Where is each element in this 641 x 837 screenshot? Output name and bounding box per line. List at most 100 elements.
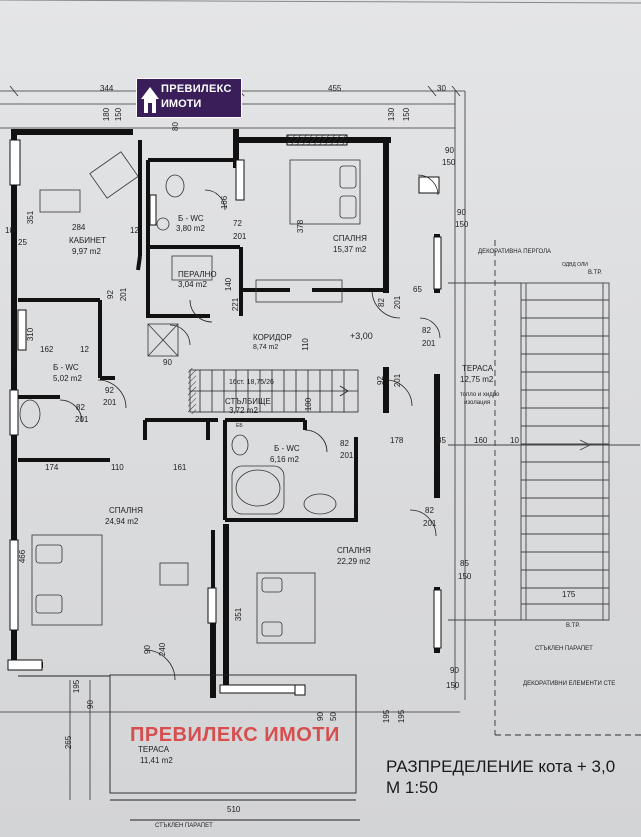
dim-201-d: 201 (422, 339, 436, 348)
stairs-note: 16ст. 18,75/26 (229, 379, 274, 386)
dim-50: 50 (328, 712, 338, 721)
bedroom2-label: СПАЛНЯ (109, 506, 143, 515)
bath3-area: 6,16 m2 (270, 455, 299, 464)
dim-90-b: 90 (457, 208, 466, 217)
exterior-walls (11, 129, 440, 698)
dim-35: 35 (437, 436, 446, 445)
dim-65: 65 (413, 285, 422, 294)
company-logo: ПРЕВИЛЕКС ИМОТИ (136, 78, 242, 118)
bedroom3-area: 22,29 m2 (337, 557, 371, 566)
dim-90-f: 90 (85, 700, 95, 709)
corridor-area: 8,74 m2 (253, 344, 279, 351)
logo-line-1: ПРЕВИЛЕКС (161, 83, 232, 95)
watermark: ПРЕВИЛЕКС ИМОТИ (130, 724, 340, 746)
dim-90-g: 90 (315, 712, 325, 721)
bedroom3-label: СПАЛНЯ (337, 546, 371, 555)
dim-201-b: 201 (119, 287, 129, 302)
shaft-marks (147, 323, 179, 357)
dim-201-c: 201 (393, 295, 403, 310)
dim-466: 466 (18, 549, 28, 564)
terrace1-label: ТЕРАСА (462, 364, 494, 373)
dim-110: 110 (300, 338, 310, 351)
dim-82-a: 82 (376, 298, 386, 307)
stairs-label: СТЪЛБИЩЕ (225, 397, 271, 406)
dim-201-i: 201 (423, 519, 437, 528)
dim-201-g: 201 (393, 373, 403, 388)
bath2-label: Б - WC (53, 363, 79, 372)
laundry-label: ПЕРАЛНО (178, 270, 217, 279)
dim-344: 344 (100, 84, 114, 93)
dim-82-c: 82 (76, 403, 85, 412)
water-heater-note: ЕБ (236, 423, 243, 429)
dim-150-c: 150 (442, 158, 456, 167)
bottom-dimension-line (0, 680, 460, 800)
dim-82-d: 82 (340, 439, 349, 448)
door-swings (59, 174, 441, 681)
dim-92-c: 92 (375, 376, 385, 385)
furniture (19, 151, 361, 644)
dim-160: 160 (474, 436, 488, 445)
dim-310: 310 (26, 327, 36, 342)
dim-30: 30 (437, 84, 446, 93)
dim-130: 130 (387, 107, 397, 122)
dim-90-e: 90 (450, 666, 459, 675)
dim-510: 510 (227, 805, 241, 814)
logo-line-2: ИМОТИ (161, 98, 202, 110)
dim-85: 85 (460, 559, 469, 568)
shaft-note: ОДВД ОЛИ (562, 262, 588, 268)
dim-12-a: 12 (130, 226, 139, 235)
dim-80: 80 (170, 122, 180, 131)
terrace1-note1: топло и хидро (460, 392, 500, 398)
level-mark: +3,00 (350, 331, 373, 341)
dim-265: 265 (64, 735, 74, 750)
bath1-area: 3,80 m2 (176, 224, 205, 233)
property-boundary (494, 240, 641, 736)
top-dimension-line (0, 85, 466, 700)
glass-parapet-bottom-note: СТЪКЛЕН ПАРАПЕТ (155, 823, 213, 829)
terrace2-label: ТЕРАСА (138, 745, 170, 754)
dim-100: 100 (304, 397, 314, 412)
terrace1-note2: изолация (464, 400, 491, 406)
dim-150-f: 150 (446, 681, 460, 690)
dim-162: 162 (40, 345, 54, 354)
bedroom2-area: 24,94 m2 (105, 517, 139, 526)
dim-110-b: 110 (111, 463, 124, 472)
dim-10-b: 10 (510, 436, 519, 445)
dim-351: 351 (26, 210, 36, 225)
dim-201-f: 201 (75, 415, 89, 424)
dim-221: 221 (231, 297, 241, 312)
bath2-area: 5,02 m2 (53, 374, 82, 383)
lower-terrace (18, 674, 360, 821)
dim-201-e: 201 (103, 398, 117, 407)
bedroom1-area: 15,37 m2 (333, 245, 367, 254)
dim-72: 72 (233, 219, 242, 228)
decorative-elements-note: ДЕКОРАТИВНИ ЕЛЕМЕНТИ СТЕ (523, 681, 616, 687)
house-icon (141, 87, 159, 113)
bath1-label: Б - WC (178, 214, 204, 223)
dim-82-e: 82 (425, 506, 434, 515)
dim-240: 240 (158, 642, 168, 657)
dim-195-b: 195 (382, 709, 392, 724)
dim-195-d: 195 (397, 709, 407, 724)
dim-150-a: 150 (114, 107, 124, 122)
dim-201-a: 201 (233, 232, 247, 241)
stairs-area: 3,72 m2 (229, 406, 258, 415)
dim-195-a: 195 (72, 679, 82, 694)
dim-92-a: 92 (105, 290, 115, 299)
dim-82-b: 82 (422, 326, 431, 335)
drawing-title: РАЗПРЕДЕЛЕНИЕ кота + 3,0 (386, 757, 616, 776)
dim-150-b: 150 (402, 107, 412, 122)
dim-166: 166 (220, 195, 230, 210)
cabinet-area: 9,97 m2 (72, 247, 101, 256)
terrace1-area: 12,75 m2 (460, 375, 494, 384)
dim-174: 174 (45, 463, 59, 472)
dim-10: 10 (5, 226, 14, 235)
dim-90-d: 90 (142, 645, 152, 654)
dim-25: 25 (18, 238, 27, 247)
cabinet-label: КАБИНЕТ (69, 236, 106, 245)
dim-161: 161 (173, 463, 187, 472)
drawing-scale: М 1:50 (386, 778, 438, 797)
dim-455: 455 (328, 84, 342, 93)
